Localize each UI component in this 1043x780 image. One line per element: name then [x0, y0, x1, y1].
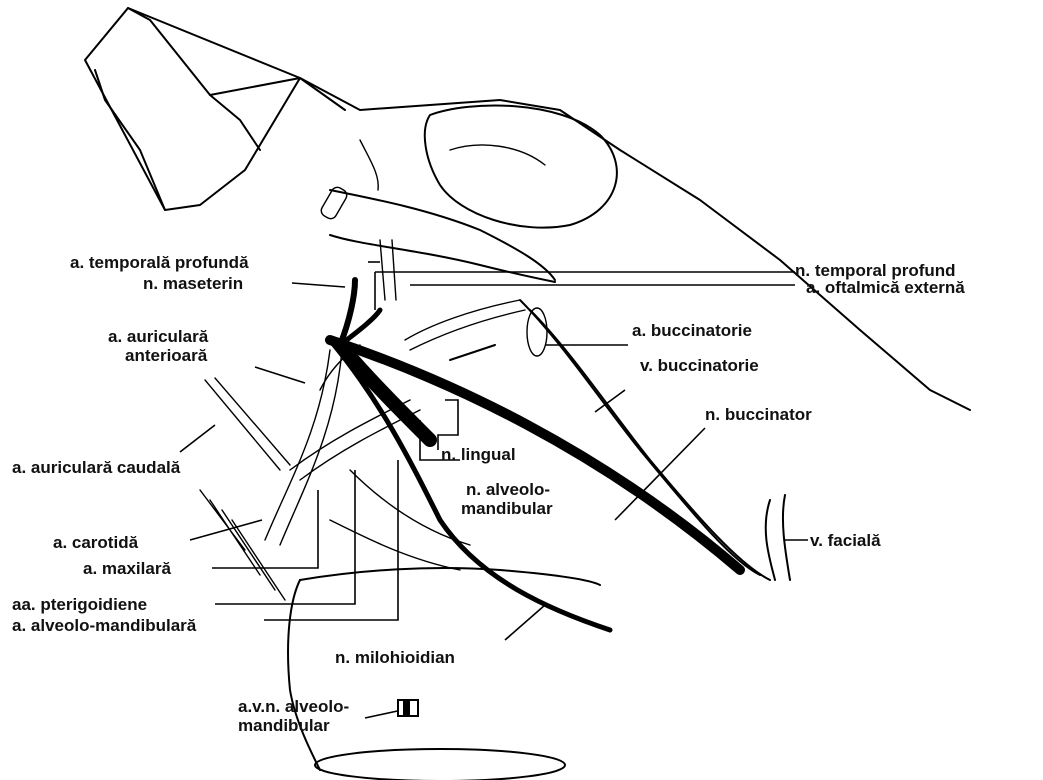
label-avn-line1: a.v.n. alveolo- — [238, 697, 349, 716]
skull-outline — [85, 8, 970, 780]
label-lingual: n. lingual — [441, 445, 516, 464]
label-pterigoidiene: aa. pterigoidiene — [12, 595, 147, 614]
label-buccinatorie-vein: v. buccinatorie — [640, 356, 759, 375]
label-buccinatorie-artery: a. buccinatorie — [632, 321, 752, 340]
label-alveolo-mandibular-line2: mandibular — [461, 499, 553, 518]
label-maxilara: a. maxilară — [83, 559, 171, 578]
avn-cross-section — [398, 700, 418, 716]
label-alveolo-mandibulara: a. alveolo-mandibulară — [12, 616, 197, 635]
label-carotida: a. carotidă — [53, 533, 139, 552]
label-milohioidian: n. milohioidian — [335, 648, 455, 667]
label-avn-line2: mandibular — [238, 716, 330, 735]
label-faciala: v. facială — [810, 531, 881, 550]
labels: a. temporală profundă n. maseterin n. te… — [12, 253, 965, 735]
label-alveolo-mandibular-line1: n. alveolo- — [466, 480, 550, 499]
label-oftalmica-externa: a. oftalmică externă — [806, 278, 965, 297]
label-auriculara-anterioara-line2: anterioară — [125, 346, 208, 365]
label-buccinator-nerve: n. buccinator — [705, 405, 812, 424]
label-auriculara-caudala: a. auriculară caudală — [12, 458, 181, 477]
label-maseterin: n. maseterin — [143, 274, 243, 293]
label-temporala-profunda: a. temporală profundă — [70, 253, 249, 272]
label-auriculara-anterioara-line1: a. auriculară — [108, 327, 209, 346]
